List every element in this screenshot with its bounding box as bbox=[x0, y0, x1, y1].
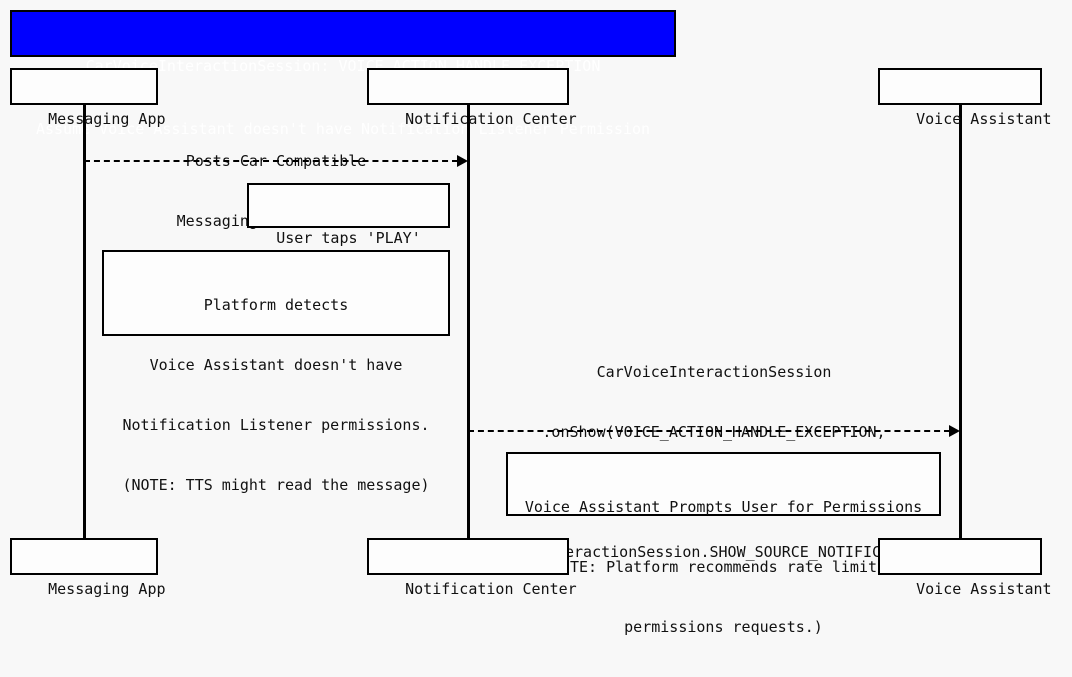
message-arrowhead-post-notification bbox=[457, 155, 468, 167]
note-platform-detects-line-4: (NOTE: TTS might read the message) bbox=[122, 476, 430, 494]
diagram-title-line-2: Assume Voice Assistant doesn't have Noti… bbox=[35, 120, 651, 138]
participant-footer-messaging-app[interactable]: Messaging App bbox=[10, 538, 166, 598]
note-user-taps-play-line-1: User taps 'PLAY' bbox=[276, 229, 421, 247]
message-label-on-show: CarVoiceInteractionSession .onShow(VOICE… bbox=[468, 322, 960, 602]
note-prompts-permissions-line-1: Voice Assistant Prompts User for Permiss… bbox=[524, 498, 923, 516]
participant-footer-notification-center-label: Notification Center bbox=[405, 580, 577, 598]
note-prompts-permissions: Voice Assistant Prompts User for Permiss… bbox=[506, 452, 941, 636]
note-platform-detects-line-2: Voice Assistant doesn't have bbox=[149, 356, 403, 374]
participant-header-notification-center-label: Notification Center bbox=[405, 110, 577, 128]
participant-footer-notification-center[interactable]: Notification Center bbox=[367, 538, 577, 598]
note-platform-detects-line-3: Notification Listener permissions. bbox=[122, 416, 430, 434]
participant-header-voice-assistant-label: Voice Assistant bbox=[916, 110, 1052, 128]
diagram-title-banner: CarVoiceInteractionSession: VOICE_ACTION… bbox=[10, 10, 676, 138]
message-label-on-show-line-1: CarVoiceInteractionSession bbox=[596, 363, 832, 381]
participant-footer-voice-assistant-label: Voice Assistant bbox=[916, 580, 1052, 598]
message-arrow-post-notification bbox=[84, 160, 458, 162]
participant-header-messaging-app-label: Messaging App bbox=[48, 110, 166, 128]
message-arrowhead-on-show bbox=[949, 425, 960, 437]
participant-footer-messaging-app-label: Messaging App bbox=[48, 580, 166, 598]
participant-header-messaging-app[interactable]: Messaging App bbox=[10, 68, 166, 128]
participant-footer-voice-assistant[interactable]: Voice Assistant bbox=[878, 538, 1052, 598]
note-platform-detects-line-1: Platform detects bbox=[203, 296, 349, 314]
lifeline-notification-center bbox=[467, 104, 470, 538]
lifeline-voice-assistant bbox=[959, 104, 962, 538]
participant-header-voice-assistant[interactable]: Voice Assistant bbox=[878, 68, 1052, 128]
note-prompts-permissions-line-3: permissions requests.) bbox=[624, 618, 823, 636]
note-user-taps-play: User taps 'PLAY' on Msg Notification bbox=[247, 183, 450, 307]
message-label-on-show-line-4: VoiceInteractionSession.SHOW_SOURCE_NOTI… bbox=[492, 543, 936, 561]
sequence-diagram-canvas: CarVoiceInteractionSession: VOICE_ACTION… bbox=[10, 10, 1052, 636]
lifeline-messaging-app bbox=[83, 104, 86, 538]
note-platform-detects: Platform detects Voice Assistant doesn't… bbox=[102, 250, 450, 494]
message-label-on-show-line-2: .onShow(VOICE_ACTION_HANDLE_EXCEPTION, bbox=[542, 423, 886, 441]
note-prompts-permissions-line-2: (NOTE: Platform recommends rate limiting bbox=[542, 558, 905, 576]
participant-header-notification-center[interactable]: Notification Center bbox=[367, 68, 577, 128]
message-arrow-on-show bbox=[468, 430, 950, 432]
